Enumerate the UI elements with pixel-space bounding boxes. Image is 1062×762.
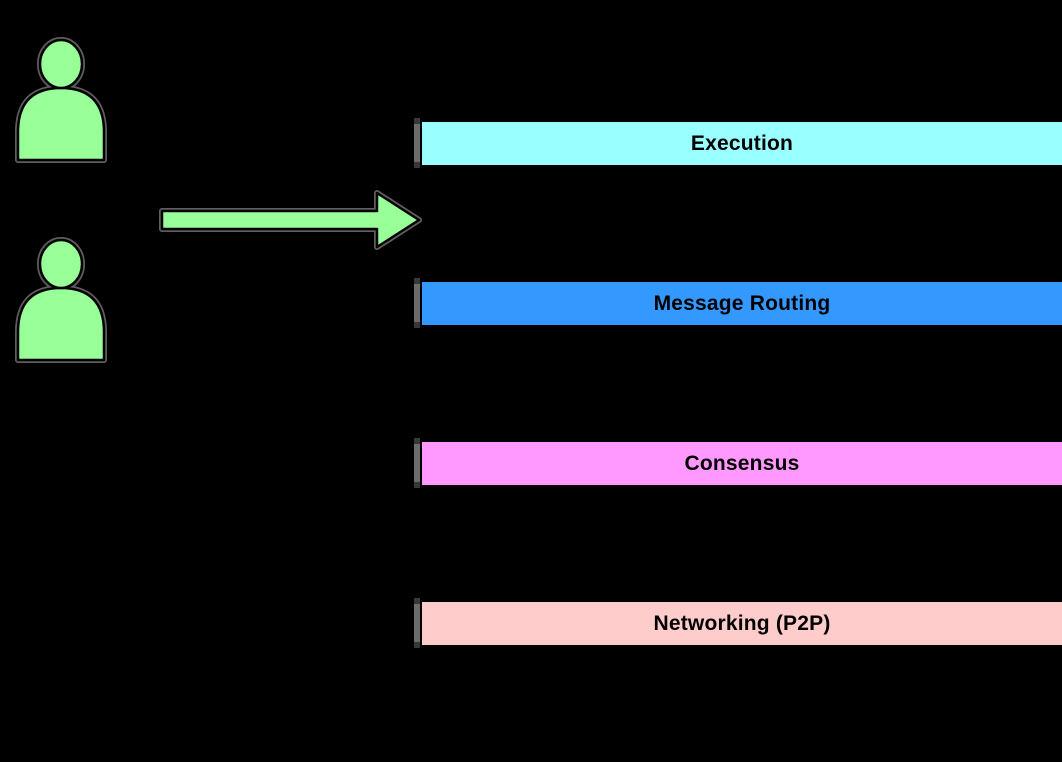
bar-left-edge-strip bbox=[414, 278, 420, 328]
layer-label: Consensus bbox=[684, 452, 800, 475]
layer-label: Message Routing bbox=[653, 292, 831, 315]
layer-bar-consensus: Consensus bbox=[414, 438, 1062, 488]
user-icon-top bbox=[15, 37, 107, 163]
layer-label: Networking (P2P) bbox=[653, 612, 831, 635]
layer-label: Execution bbox=[690, 132, 794, 155]
layer-bar-networking: Networking (P2P) bbox=[414, 598, 1062, 648]
user-head-shape bbox=[38, 238, 84, 290]
user-body-shape bbox=[16, 86, 106, 162]
layer-bar-execution: Execution bbox=[414, 118, 1062, 168]
bar-left-edge-strip bbox=[414, 598, 420, 648]
layer-bar-message-routing: Message Routing bbox=[414, 278, 1062, 328]
user-head-shape bbox=[38, 38, 84, 90]
user-icon-bottom bbox=[15, 237, 107, 363]
bar-left-edge-strip bbox=[414, 118, 420, 168]
right-arrow-icon bbox=[159, 190, 422, 250]
arrow-shape bbox=[160, 191, 421, 249]
bar-left-edge-strip bbox=[414, 438, 420, 488]
user-body-shape bbox=[16, 286, 106, 362]
